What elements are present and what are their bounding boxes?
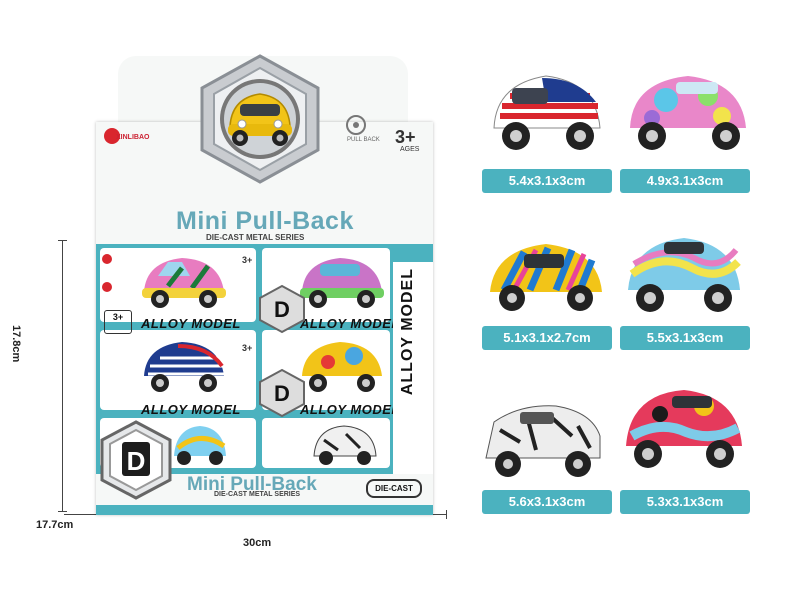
brand-logo-dot	[104, 128, 120, 144]
car-newsprint	[485, 405, 601, 477]
pullback-icon	[346, 115, 366, 135]
car-graffiti	[626, 390, 742, 468]
height-label: 17.8cm	[10, 325, 22, 363]
car-size-label-4: 5.5x3.1x3cm	[620, 326, 750, 350]
car-swirl	[628, 238, 741, 312]
hex-car-badge	[200, 54, 320, 184]
d-badge-2: D	[259, 368, 305, 418]
cell-title-4: ALLOY MODEL	[300, 402, 400, 417]
cell-title-1: ALLOY MODEL	[141, 316, 241, 331]
car-flag	[493, 75, 601, 150]
width-label: 30cm	[243, 537, 272, 549]
car-size-label-2: 4.9x3.1x3cm	[620, 169, 750, 193]
d-badge-1: D	[259, 284, 305, 334]
cell-age-box: 3+	[104, 310, 132, 334]
cell-age-1: 3+	[242, 255, 253, 265]
cell-logo-dot	[102, 282, 112, 292]
width-tick-right	[446, 510, 447, 519]
side-title: ALLOY MODEL	[399, 268, 416, 396]
cell-age-2: 3+	[242, 343, 253, 353]
window-car-1	[142, 258, 226, 308]
car-size-label-6: 5.3x3.1x3cm	[620, 490, 750, 514]
bottom-title: Mini Pull-Back	[187, 474, 317, 495]
package-title: Mini Pull-Back	[176, 207, 354, 235]
car-size-label-5: 5.6x3.1x3cm	[482, 490, 612, 514]
diecast-tag: DIE-CAST	[366, 479, 422, 498]
box-bottom-band	[96, 505, 433, 515]
car-stripes	[490, 244, 602, 311]
height-tick-top	[58, 240, 67, 241]
brand-name: XINLIBAO	[116, 134, 150, 141]
depth-label: 17.7cm	[36, 519, 74, 531]
height-dimension-line	[62, 240, 63, 512]
brand-logo: XINLIBAO	[104, 128, 149, 150]
svg-text:D: D	[274, 297, 290, 322]
window-car-2	[300, 258, 384, 308]
car-tie-dye	[630, 76, 746, 150]
cell-logo-2	[102, 282, 126, 296]
window-car-4	[302, 342, 382, 392]
height-tick-bottom	[58, 511, 67, 512]
cell-title-2: ALLOY MODEL	[300, 316, 400, 331]
bottom-subtitle: DIE-CAST METAL SERIES	[214, 491, 301, 498]
cell-logo-1	[102, 254, 126, 268]
svg-text:D: D	[274, 381, 290, 406]
window-car-5	[174, 426, 226, 465]
svg-text:D: D	[127, 446, 146, 476]
d-badge-large: D	[100, 420, 172, 500]
age-sub: AGES	[400, 146, 420, 153]
car-size-label-1: 5.4x3.1x3cm	[482, 169, 612, 193]
window-car-6	[313, 425, 377, 465]
pullback-text: PULL BACK	[347, 137, 380, 143]
package-subtitle: DIE-CAST METAL SERIES	[206, 233, 305, 242]
side-strip	[393, 262, 433, 474]
age-badge: 3+	[395, 127, 416, 147]
car-size-label-3: 5.1x3.1x2.7cm	[482, 326, 612, 350]
cell-title-3: ALLOY MODEL	[141, 402, 241, 417]
window-car-3	[144, 342, 224, 392]
cell-logo-dot	[102, 254, 112, 264]
